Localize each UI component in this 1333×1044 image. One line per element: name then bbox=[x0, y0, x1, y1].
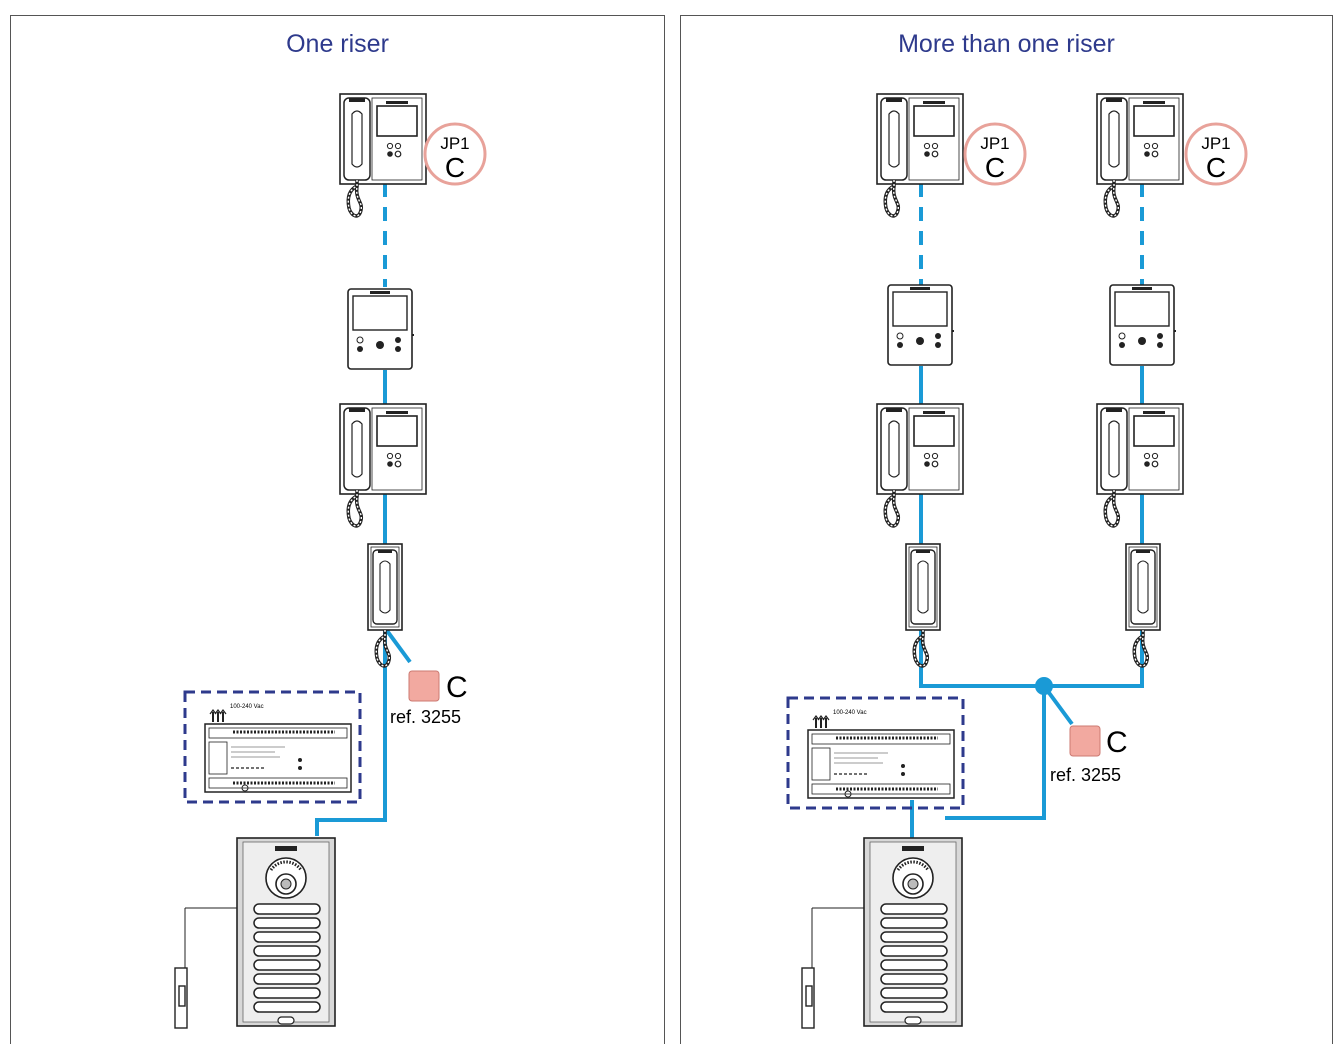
end-of-line-resistor-icon bbox=[408, 670, 440, 702]
telephone-icon bbox=[904, 542, 942, 668]
video-monitor-handset-icon bbox=[338, 92, 428, 218]
telephone-icon bbox=[366, 542, 404, 668]
jumper-label: JP1 bbox=[440, 134, 469, 153]
power-supply-icon bbox=[183, 690, 362, 804]
resistor-letter: C bbox=[1106, 726, 1128, 759]
video-monitor-handsfree-icon bbox=[1109, 284, 1177, 366]
psu-voltage: 100-240 Vac bbox=[230, 704, 264, 710]
jumper-circle bbox=[963, 122, 1027, 186]
right-risers: JP1 C JP1 C C ref. 3255 100-240 Vac bbox=[786, 92, 1248, 1030]
jumper-circle bbox=[423, 122, 487, 186]
left-riser: JP1 C C ref. 3255 100-240 Vac bbox=[173, 92, 487, 1030]
jumper-setting: C bbox=[985, 152, 1005, 183]
panel-title: One riser bbox=[286, 30, 389, 58]
door-panel-icon bbox=[800, 836, 964, 1030]
door-panel-icon bbox=[173, 836, 337, 1030]
video-monitor-handset-icon bbox=[1095, 92, 1185, 218]
video-monitor-handsfree-icon bbox=[347, 288, 415, 370]
video-monitor-handset-icon bbox=[875, 92, 965, 218]
jumper-circle bbox=[1184, 122, 1248, 186]
end-of-line-resistor-icon bbox=[1069, 725, 1101, 757]
resistor-ref: ref. 3255 bbox=[390, 707, 461, 727]
psu-voltage: 100-240 Vac bbox=[833, 710, 867, 716]
video-monitor-handsfree-icon bbox=[887, 284, 955, 366]
telephone-icon bbox=[1124, 542, 1162, 668]
panel-one-riser: One riser bbox=[10, 15, 665, 1044]
jumper-label: JP1 bbox=[980, 134, 1009, 153]
resistor-letter: C bbox=[446, 671, 468, 704]
jumper-setting: C bbox=[445, 152, 465, 183]
junction-dot bbox=[1035, 677, 1053, 695]
riser-wire bbox=[910, 366, 1144, 838]
power-supply-icon bbox=[786, 696, 965, 810]
riser-wire bbox=[315, 370, 412, 836]
jumper-label: JP1 bbox=[1201, 134, 1230, 153]
jumper-setting: C bbox=[1206, 152, 1226, 183]
resistor-ref: ref. 3255 bbox=[1050, 765, 1121, 785]
panel-title: More than one riser bbox=[898, 30, 1115, 58]
